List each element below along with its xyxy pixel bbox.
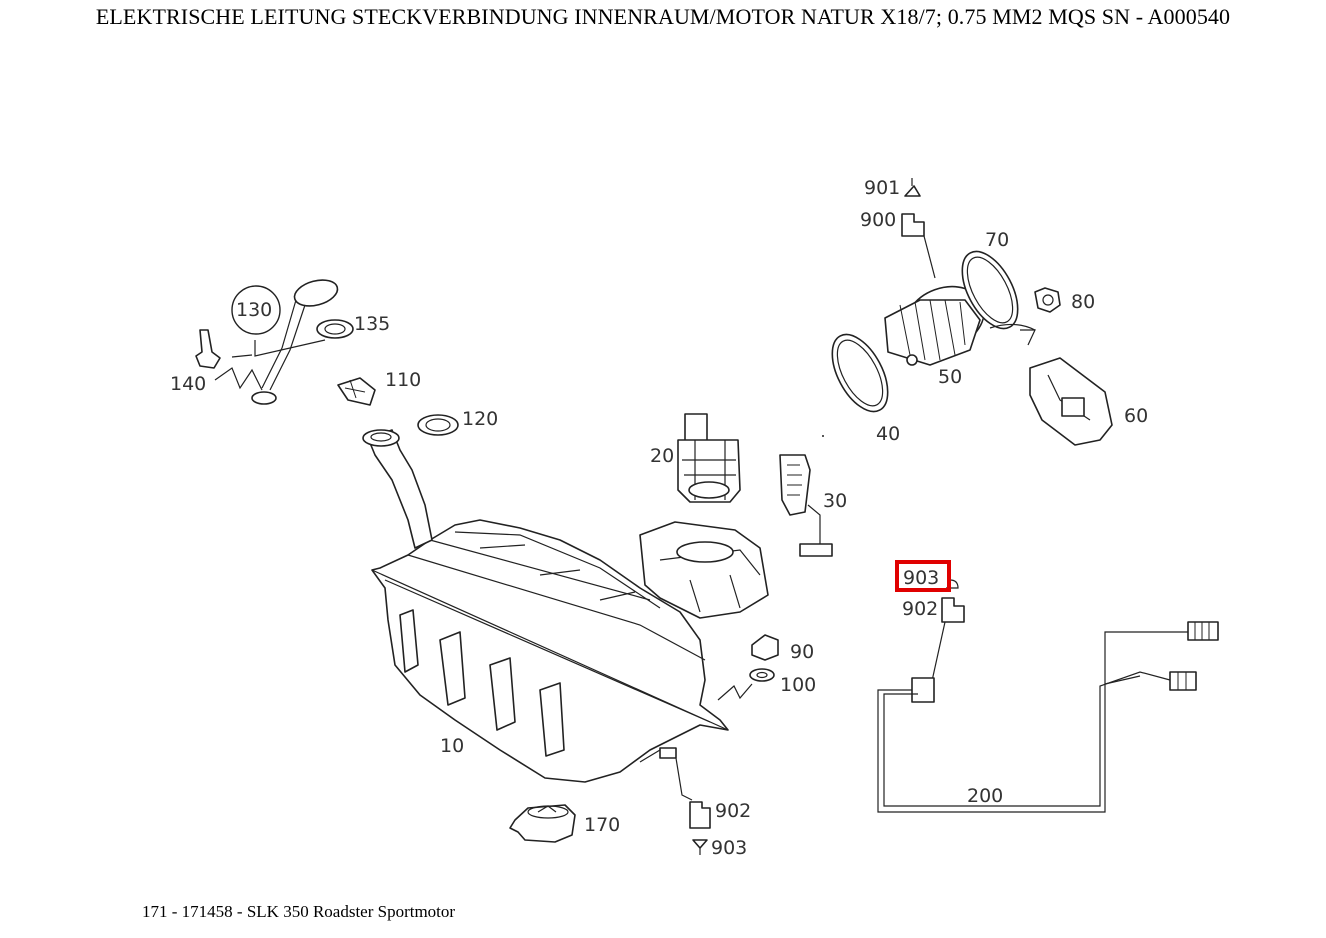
highlight-box [895,560,951,592]
part-label-120[interactable]: 120 [462,408,498,430]
part-label-902-harness[interactable]: 902 [902,598,938,620]
wiring-harness-200[interactable] [877,621,1219,813]
part-label-903-bottom[interactable]: 903 [711,837,747,859]
part-label-40[interactable]: 40 [876,423,900,445]
part-label-10[interactable]: 10 [440,735,464,757]
connector-900[interactable] [901,213,936,279]
terminal-903-bottom[interactable] [692,839,708,855]
part-label-170[interactable]: 170 [584,814,620,836]
part-label-30[interactable]: 30 [823,490,847,512]
part-label-130-circle [231,285,281,335]
part-170[interactable] [509,804,576,843]
clip-140[interactable] [195,329,221,369]
part-label-110[interactable]: 110 [385,369,421,391]
dot [822,435,824,437]
page-title: ELEKTRISCHE LEITUNG STECKVERBINDUNG INNE… [95,4,1231,29]
footer-caption: 171 - 171458 - SLK 350 Roadster Sportmot… [142,902,456,921]
part-label-50[interactable]: 50 [938,366,962,388]
part-label-70[interactable]: 70 [985,229,1009,251]
nut-80[interactable] [1034,287,1061,313]
part-label-80[interactable]: 80 [1071,291,1095,313]
fuel-pump[interactable] [677,413,741,503]
grommet-120[interactable] [417,414,459,436]
cable-130[interactable] [251,276,340,405]
bracket-110[interactable] [337,377,376,406]
tank-flange[interactable] [884,276,993,366]
connector-902-harness[interactable] [941,597,965,623]
pump-bracket[interactable] [639,521,769,619]
part-label-100[interactable]: 100 [780,674,816,696]
part-label-130[interactable]: 130 [236,299,272,321]
part-label-140[interactable]: 140 [170,373,206,395]
part-label-135[interactable]: 135 [354,313,390,335]
seal-ring-40[interactable] [821,326,899,421]
part-label-200[interactable]: 200 [967,785,1003,807]
part-label-90[interactable]: 90 [790,641,814,663]
grommet-135[interactable] [316,319,354,339]
part-label-900[interactable]: 900 [860,209,896,231]
nut-90[interactable] [751,634,779,661]
washer-100[interactable] [749,668,775,682]
lock-cap-60[interactable] [989,323,1113,446]
fuel-tank[interactable] [362,429,729,801]
part-label-901[interactable]: 901 [864,177,900,199]
terminal-903-harness[interactable] [946,579,959,589]
part-label-20[interactable]: 20 [650,445,674,467]
part-label-60[interactable]: 60 [1124,405,1148,427]
level-sender[interactable] [779,454,833,557]
seal-ring-70[interactable] [951,243,1029,338]
part-label-902-bottom[interactable]: 902 [715,800,751,822]
part-label-903-highlighted[interactable]: 903 [903,567,939,589]
terminal-901[interactable] [904,178,921,197]
connector-902-bottom[interactable] [689,801,711,829]
